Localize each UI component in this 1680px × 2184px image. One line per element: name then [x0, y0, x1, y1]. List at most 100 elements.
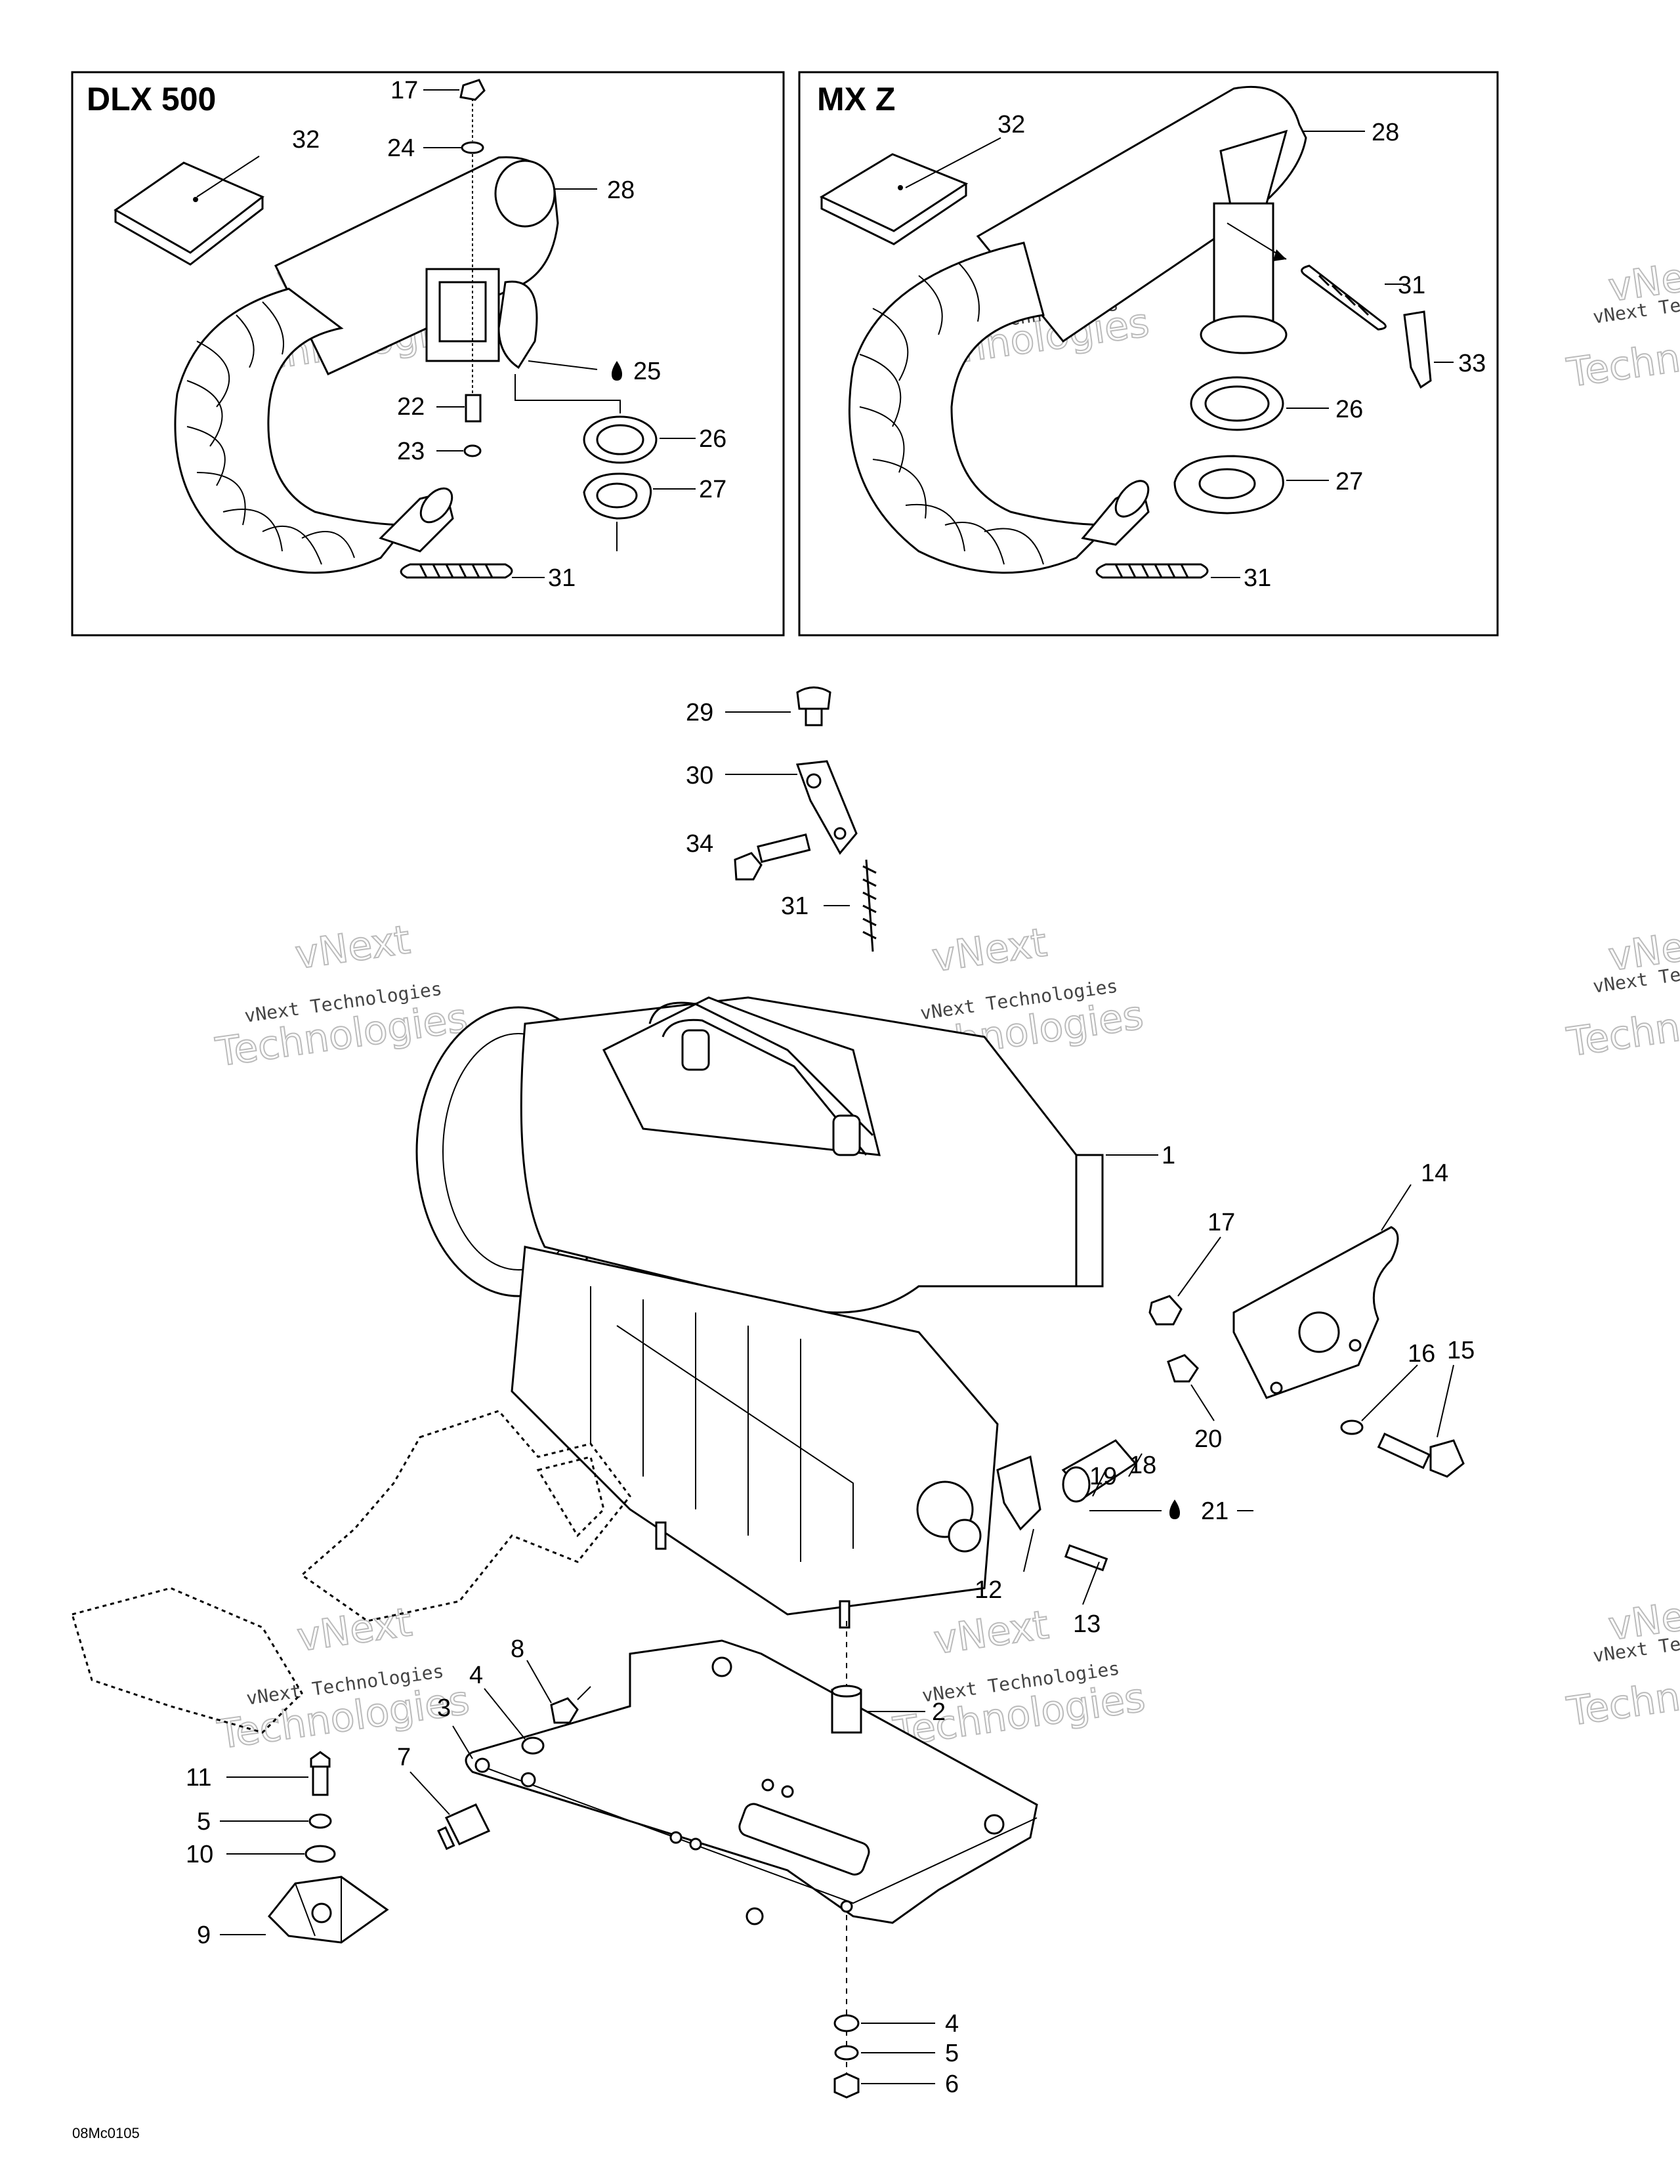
droplet-icon [1169, 1500, 1180, 1519]
bracket-12 [996, 1455, 1041, 1531]
gasket-27-inner [1198, 468, 1256, 499]
callout-17: 17 [390, 77, 418, 104]
callout-26: 26 [1335, 396, 1363, 423]
callout-25: 25 [633, 358, 661, 385]
exhaust-pipe-outline [71, 1587, 303, 1734]
bracket-hole [311, 1902, 332, 1923]
head-dome [602, 996, 881, 1156]
heat-shield-plate [114, 161, 264, 254]
nut-17 [459, 79, 486, 101]
engine-bracket-assembly: 14 17 16 15 20 18 19 21 12 13 [975, 1160, 1475, 1638]
callout-13: 13 [1073, 1610, 1101, 1638]
bolt-11-head [310, 1751, 331, 1768]
bracket-hole [1298, 1311, 1340, 1353]
gasket-26-inner [1204, 385, 1270, 422]
plate-edge [114, 197, 264, 266]
bracket-33 [1403, 310, 1432, 389]
callout-19: 19 [1089, 1463, 1117, 1490]
spacer-top [831, 1685, 862, 1698]
bracket-hole [833, 827, 847, 840]
panel-title: MX Z [817, 81, 895, 117]
callout-17: 17 [1208, 1209, 1235, 1236]
washer-4 [833, 2014, 860, 2032]
watermark: Technologies vNext vNext Technologies [1563, 918, 1680, 1066]
callout-31: 31 [781, 892, 808, 920]
callout-5: 5 [197, 1808, 211, 1836]
watermark: Technologies vNext vNext Technologies [890, 1601, 1148, 1756]
plate-hole [984, 1814, 1005, 1835]
muffler-body [274, 156, 559, 375]
callout-18: 18 [1129, 1452, 1156, 1479]
callout-23: 23 [397, 438, 425, 465]
callout-15: 15 [1447, 1337, 1475, 1364]
callout-27: 27 [699, 476, 726, 503]
callout-6: 6 [945, 2070, 959, 2098]
callout-24: 24 [387, 135, 415, 162]
nut-17 [1148, 1295, 1183, 1326]
engine-mount-plate-assembly: 2 8 4 3 7 4 5 6 [397, 1635, 1038, 2099]
callout-11: 11 [186, 1764, 211, 1792]
svg-text:vNext: vNext [295, 1599, 415, 1661]
engine-mount-plate [465, 1639, 1038, 1924]
callout-26: 26 [699, 425, 726, 453]
svg-text:vNext: vNext [931, 1602, 1051, 1664]
svg-text:Technologies: Technologies [1564, 985, 1680, 1066]
bolt-34-shank [757, 833, 811, 864]
callout-1: 1 [1162, 1142, 1175, 1169]
callout-22: 22 [397, 393, 425, 421]
callout-5: 5 [945, 2040, 959, 2067]
callout-21: 21 [1201, 1498, 1228, 1525]
bolt-34-head [734, 852, 763, 881]
washer-16 [1340, 1419, 1364, 1435]
intake-duct [1075, 1154, 1104, 1288]
callout-30: 30 [686, 762, 713, 789]
callout-29: 29 [686, 699, 713, 726]
fuel-line [662, 1018, 868, 1156]
callout-28: 28 [607, 177, 635, 204]
callout-31: 31 [1244, 564, 1271, 592]
muffler-end [494, 159, 556, 228]
plate-hole [711, 1656, 732, 1677]
drawing-code: 08Mc0105 [72, 2125, 140, 2141]
callout-7: 7 [397, 1744, 411, 1771]
spring-31 [400, 563, 513, 579]
stud [839, 1600, 850, 1629]
panel-frame [71, 71, 785, 637]
spring-31 [1301, 264, 1387, 331]
bracket-hole [806, 773, 822, 789]
washer-10 [304, 1845, 336, 1863]
fuel-line [648, 1001, 874, 1137]
gasket-outline [536, 1456, 605, 1538]
watermark: Technologies vNext vNext Technologies [1563, 1587, 1680, 1736]
muffler-outlet [497, 280, 538, 369]
callout-10: 10 [186, 1841, 213, 1868]
plate-hole [689, 1838, 702, 1851]
svg-text:Technologies: Technologies [1564, 1654, 1680, 1735]
callout-27: 27 [1335, 468, 1363, 495]
gasket-26-inner [596, 424, 644, 455]
washer-4 [521, 1736, 545, 1755]
grommet-29-stem [805, 707, 823, 726]
gasket-27-inner [596, 482, 638, 509]
watermark: Technologies vNext vNext Technologies [1563, 249, 1680, 397]
droplet-icon [612, 361, 622, 381]
svg-text:vNext: vNext [929, 919, 1049, 981]
lock-washer-5 [834, 2045, 859, 2061]
nut-20 [1167, 1354, 1199, 1383]
plate-slot [738, 1803, 870, 1876]
callout-32: 32 [998, 111, 1025, 138]
svg-text:Technologies: Technologies [1564, 316, 1680, 396]
panel-dlx-500: DLX 500 [71, 71, 785, 637]
svg-text:vNext: vNext [293, 917, 413, 978]
callout-31: 31 [1398, 272, 1425, 299]
bushing-19 [1062, 1466, 1091, 1503]
plate-dot [193, 197, 198, 202]
callout-4: 4 [945, 2010, 959, 2038]
bracket-window [438, 281, 487, 343]
watermark: Technologies vNext vNext Technologies [214, 1599, 472, 1759]
bolt-15-head [1429, 1439, 1465, 1478]
fitting [681, 1029, 710, 1071]
plate-hole [781, 1785, 794, 1798]
plate-hole [520, 1772, 536, 1788]
